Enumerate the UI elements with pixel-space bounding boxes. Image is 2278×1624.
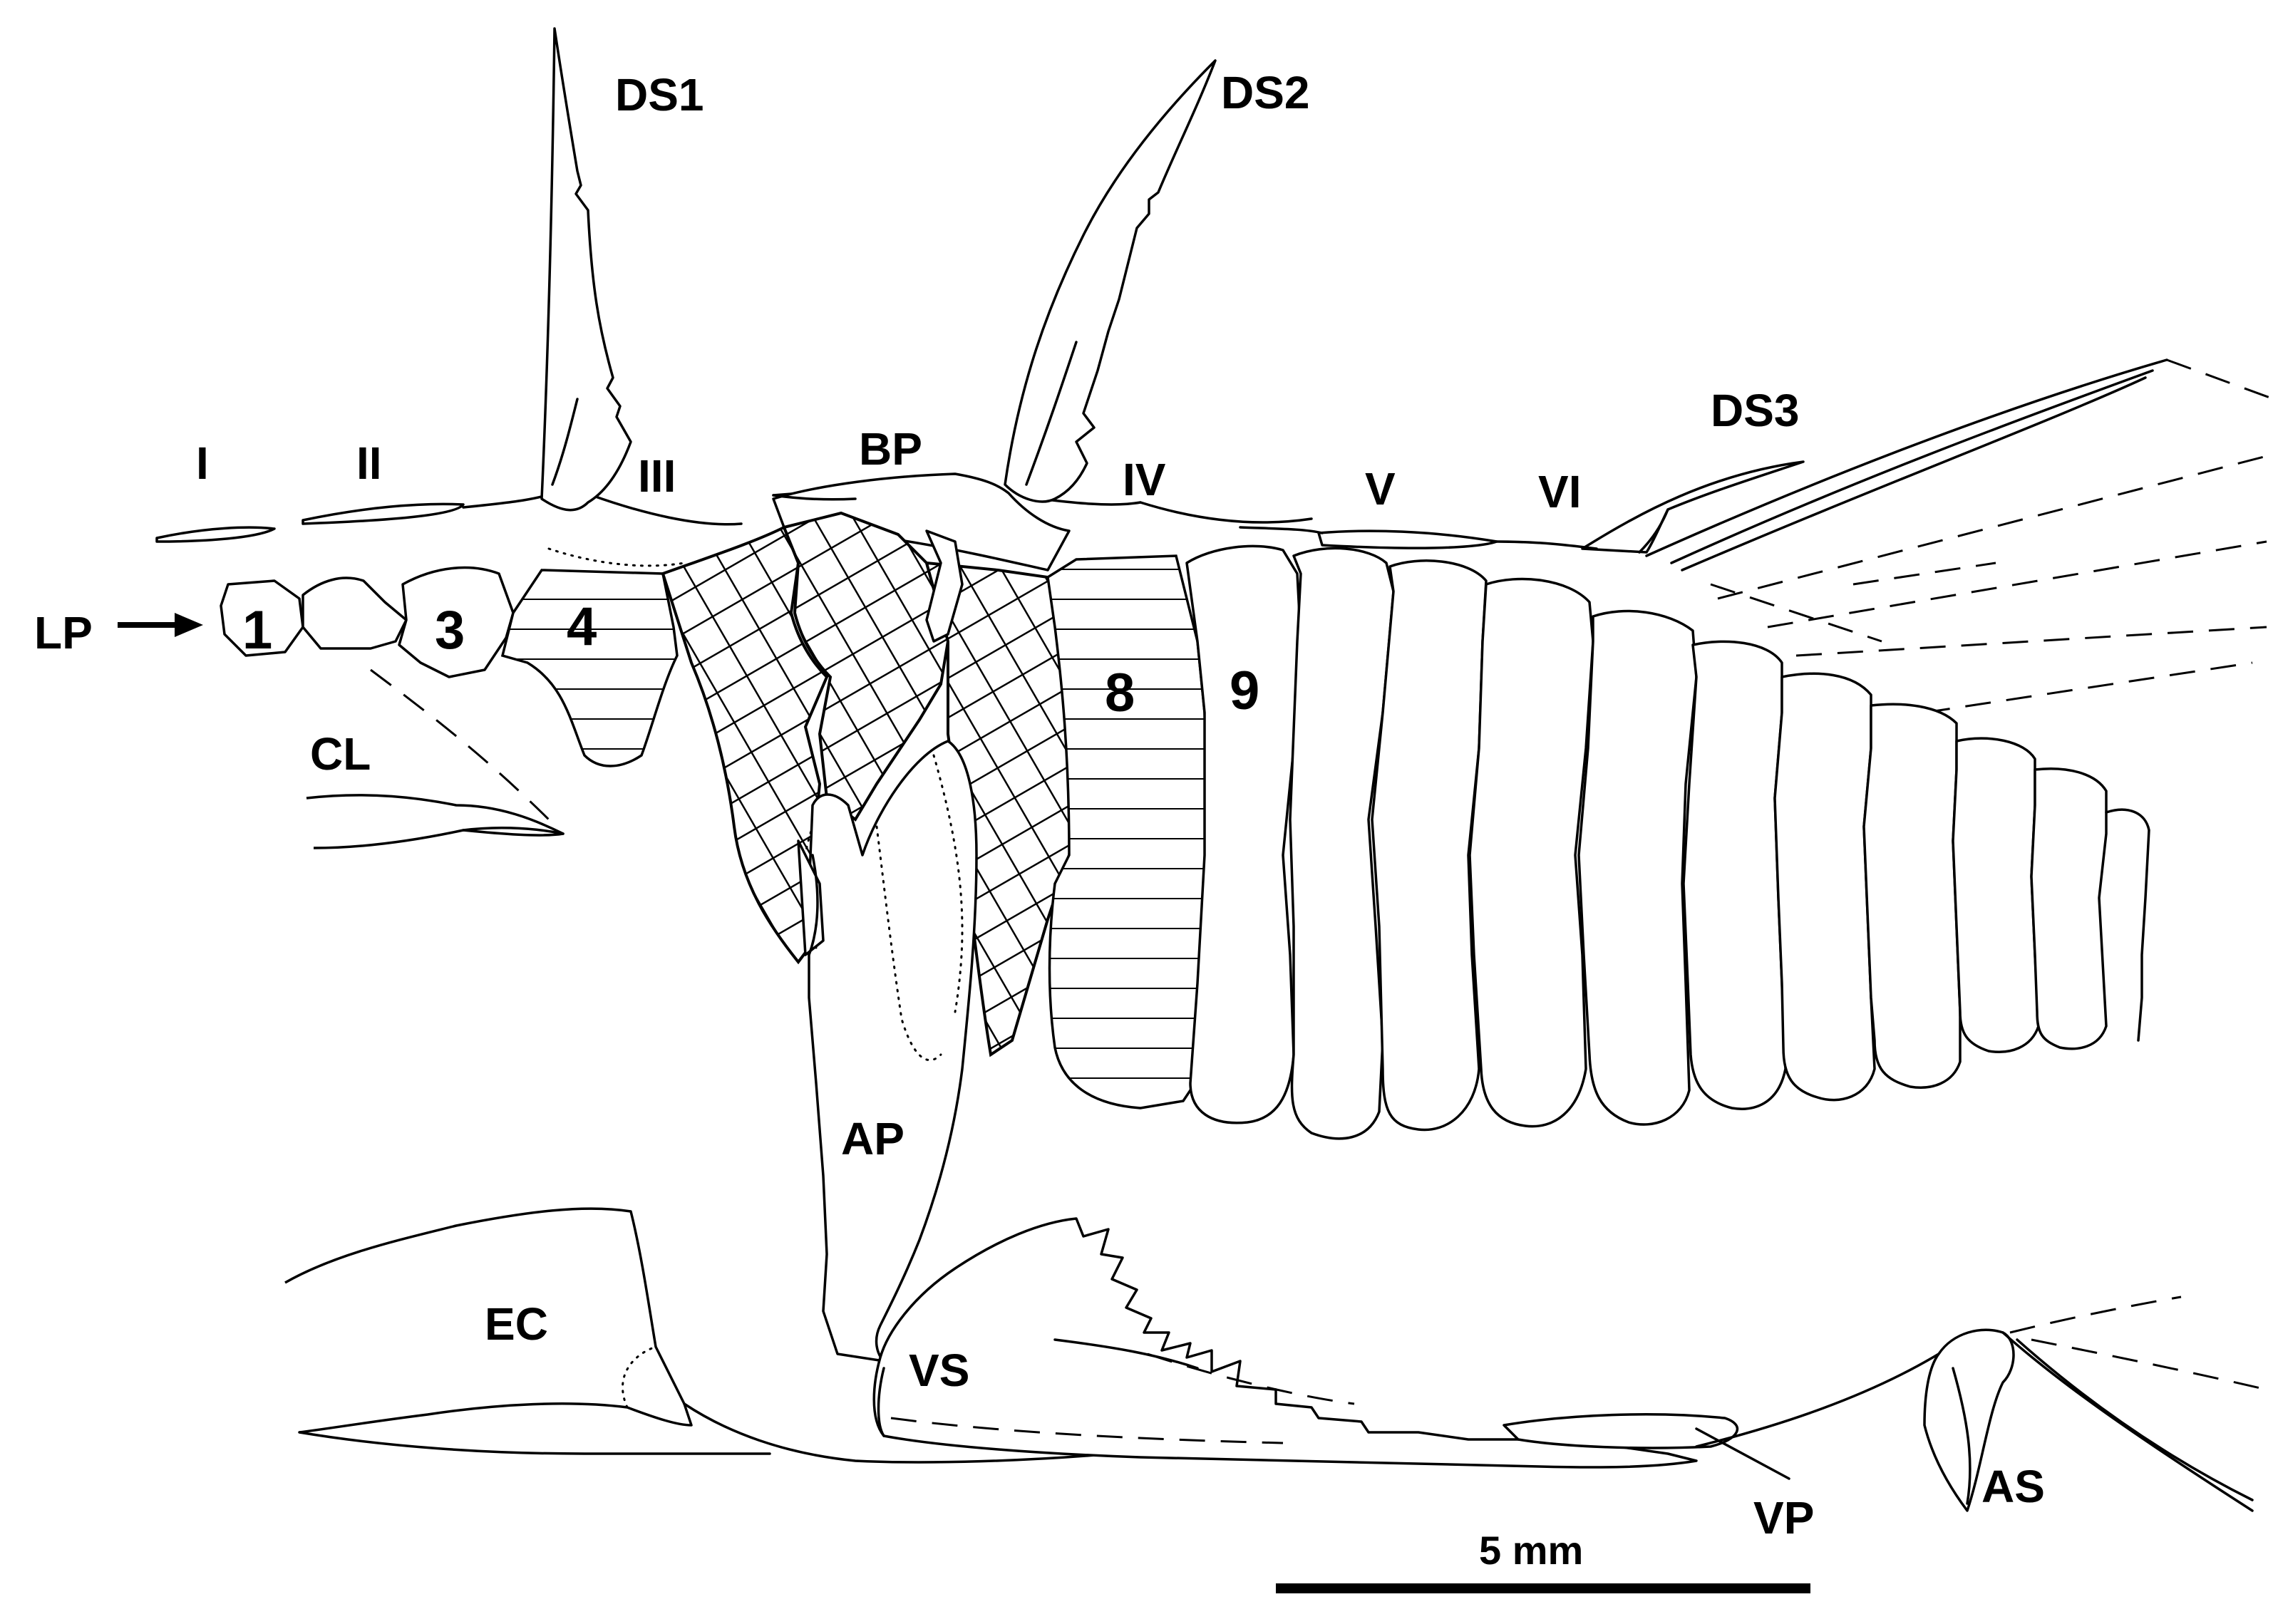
label-bp: BP <box>859 423 922 475</box>
label-ridge-5: V <box>1365 463 1396 514</box>
label-vs: VS <box>909 1345 969 1396</box>
label-cl: CL <box>310 728 371 780</box>
label-ridge-6: VI <box>1538 466 1581 517</box>
lateral-plate-3 <box>398 566 515 678</box>
lateral-plate-8 <box>1046 554 1213 1110</box>
label-vp: VP <box>1753 1492 1814 1543</box>
label-ds3: DS3 <box>1711 385 1800 436</box>
lateral-plate-6 <box>782 511 950 822</box>
scale-bar-label: 5 mm <box>1479 1528 1583 1573</box>
ventral-plate <box>1503 1413 1739 1449</box>
anal-region <box>1695 1295 2267 1512</box>
label-lp: LP <box>34 607 93 658</box>
pelvic-bone <box>808 740 978 1362</box>
lateral-plate-15 <box>1773 672 1876 1102</box>
lp-arrow <box>118 613 203 637</box>
lateral-plate-17 <box>1952 737 2040 1053</box>
scale-bar <box>1276 1583 1810 1593</box>
lateral-plate-1 <box>220 579 304 657</box>
label-ridge-4: IV <box>1123 454 1166 505</box>
lateral-plate-10 <box>1289 547 1395 1140</box>
lateral-plate-12 <box>1468 577 1594 1128</box>
plate-number-1: 1 <box>242 600 272 661</box>
label-ridge-3: III <box>638 450 676 502</box>
label-ridge-1: I <box>196 438 209 489</box>
plate-number-4: 4 <box>567 596 597 657</box>
ventral-structures <box>298 1217 1698 1469</box>
ridge-scute-1 <box>155 526 276 543</box>
lateral-plate-13 <box>1577 609 1698 1126</box>
label-ap: AP <box>841 1113 904 1164</box>
label-ds1: DS1 <box>615 69 704 120</box>
lateral-plate-4 <box>500 569 679 767</box>
lateral-plate-9 <box>1185 544 1302 1124</box>
ridge-scute-2 <box>302 502 465 525</box>
label-ds2: DS2 <box>1221 67 1310 118</box>
lateral-plate-11 <box>1371 559 1488 1132</box>
lateral-plate-14 <box>1682 640 1787 1110</box>
plate-number-9: 9 <box>1230 661 1259 721</box>
ventral-spine <box>872 1217 1698 1469</box>
clavicle <box>306 668 565 849</box>
dorsal-spine-1 <box>540 27 632 512</box>
dorsal-fin <box>1645 358 2274 714</box>
lateral-plate-16 <box>1862 703 1962 1089</box>
lateral-plate-2 <box>302 576 408 650</box>
label-ec: EC <box>485 1298 548 1350</box>
ectocoracoid <box>284 1207 693 1434</box>
plate-number-8: 8 <box>1105 663 1135 723</box>
label-ridge-2: II <box>356 438 382 489</box>
lateral-plate-5 <box>661 525 829 965</box>
dorsal-spine-3 <box>1581 460 1805 554</box>
anal-spine <box>1923 1328 2015 1512</box>
ridge-scute-5 <box>1317 529 1498 549</box>
dorsal-spine-2 <box>1004 59 1217 503</box>
plate-number-3: 3 <box>435 600 465 661</box>
lateral-plate-18 <box>2030 767 2108 1050</box>
label-as: AS <box>1981 1461 2045 1512</box>
